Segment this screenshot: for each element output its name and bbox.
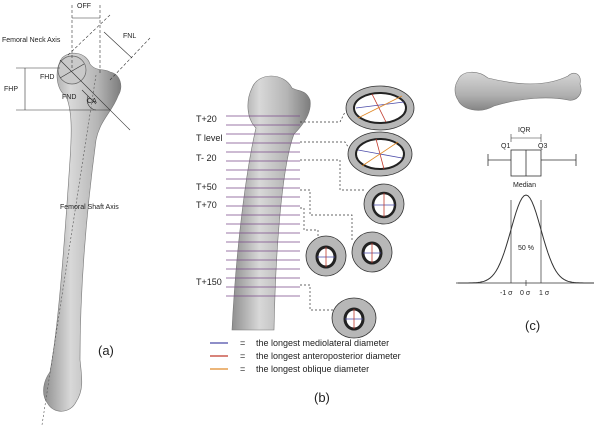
label-femoral-neck-axis: Femoral Neck Axis: [2, 37, 61, 44]
legend-text: the longest anteroposterior diameter: [256, 351, 401, 361]
box-plot: [487, 134, 577, 177]
label-fnd: FND: [62, 94, 76, 101]
label-q3: Q3: [538, 143, 547, 150]
cross-section-3: [363, 183, 405, 225]
cross-section-1: [345, 85, 415, 131]
normal-curve: [456, 194, 594, 286]
legend-text: the longest oblique diameter: [256, 364, 369, 374]
level-label: T level: [196, 133, 222, 143]
tick-neg1: -1 σ: [500, 290, 513, 297]
label-q1: Q1: [501, 143, 510, 150]
panel-c-label: (c): [525, 318, 540, 333]
fnl-line-2: [109, 37, 151, 81]
femur-b: [231, 75, 311, 331]
femoral-shaft-axis-line: [41, 74, 97, 426]
level-label: T- 20: [196, 153, 217, 163]
femur-a: [43, 52, 122, 412]
label-fhp: FHP: [4, 86, 18, 93]
level-lines: [226, 115, 300, 297]
connectors: [300, 111, 366, 311]
panel-b: T+20 T level T- 20 T+50 T+70 T+150: [196, 75, 415, 405]
tick-1: 1 σ: [539, 290, 550, 297]
level-label: T+70: [196, 200, 217, 210]
fhd-line: [59, 63, 85, 79]
femoral-neck-axis-line: [59, 59, 131, 131]
label-fhd: FHD: [40, 74, 54, 81]
legend: = = = the longest mediolateral diameter …: [210, 338, 401, 374]
legend-eq: =: [240, 364, 245, 374]
ca-arc: [86, 95, 97, 111]
panel-c: IQR Q1 Q3 Median 50 % -1 σ 0 σ 1 σ (c): [454, 71, 594, 333]
label-50pct: 50 %: [518, 245, 534, 252]
femur-c: [454, 71, 582, 111]
cross-section-4: [305, 235, 347, 277]
cross-section-2: [347, 131, 413, 177]
label-iqr: IQR: [518, 127, 530, 134]
label-ca: CA: [87, 98, 97, 105]
cross-section-6: [331, 297, 377, 339]
level-label: T+150: [196, 277, 222, 287]
legend-eq: =: [240, 351, 245, 361]
label-femoral-shaft-axis: Femoral Shaft Axis: [60, 204, 119, 211]
fnl-arrow: [103, 31, 133, 59]
label-median: Median: [513, 182, 536, 189]
level-label: T+20: [196, 114, 217, 124]
legend-text: the longest mediolateral diameter: [256, 338, 389, 348]
legend-eq: =: [240, 338, 245, 348]
label-off: OFF: [77, 3, 91, 10]
level-label: T+50: [196, 182, 217, 192]
panel-b-label: (b): [314, 390, 330, 405]
cross-section-5: [351, 231, 393, 273]
panel-a: OFF Femoral Neck Axis FNL FHP FHD FND CA…: [2, 3, 151, 426]
label-fnl: FNL: [123, 33, 136, 40]
panel-a-label: (a): [98, 343, 114, 358]
tick-0: 0 σ: [520, 290, 531, 297]
fnd-line: [81, 89, 97, 105]
fnl-line-1: [67, 14, 111, 56]
